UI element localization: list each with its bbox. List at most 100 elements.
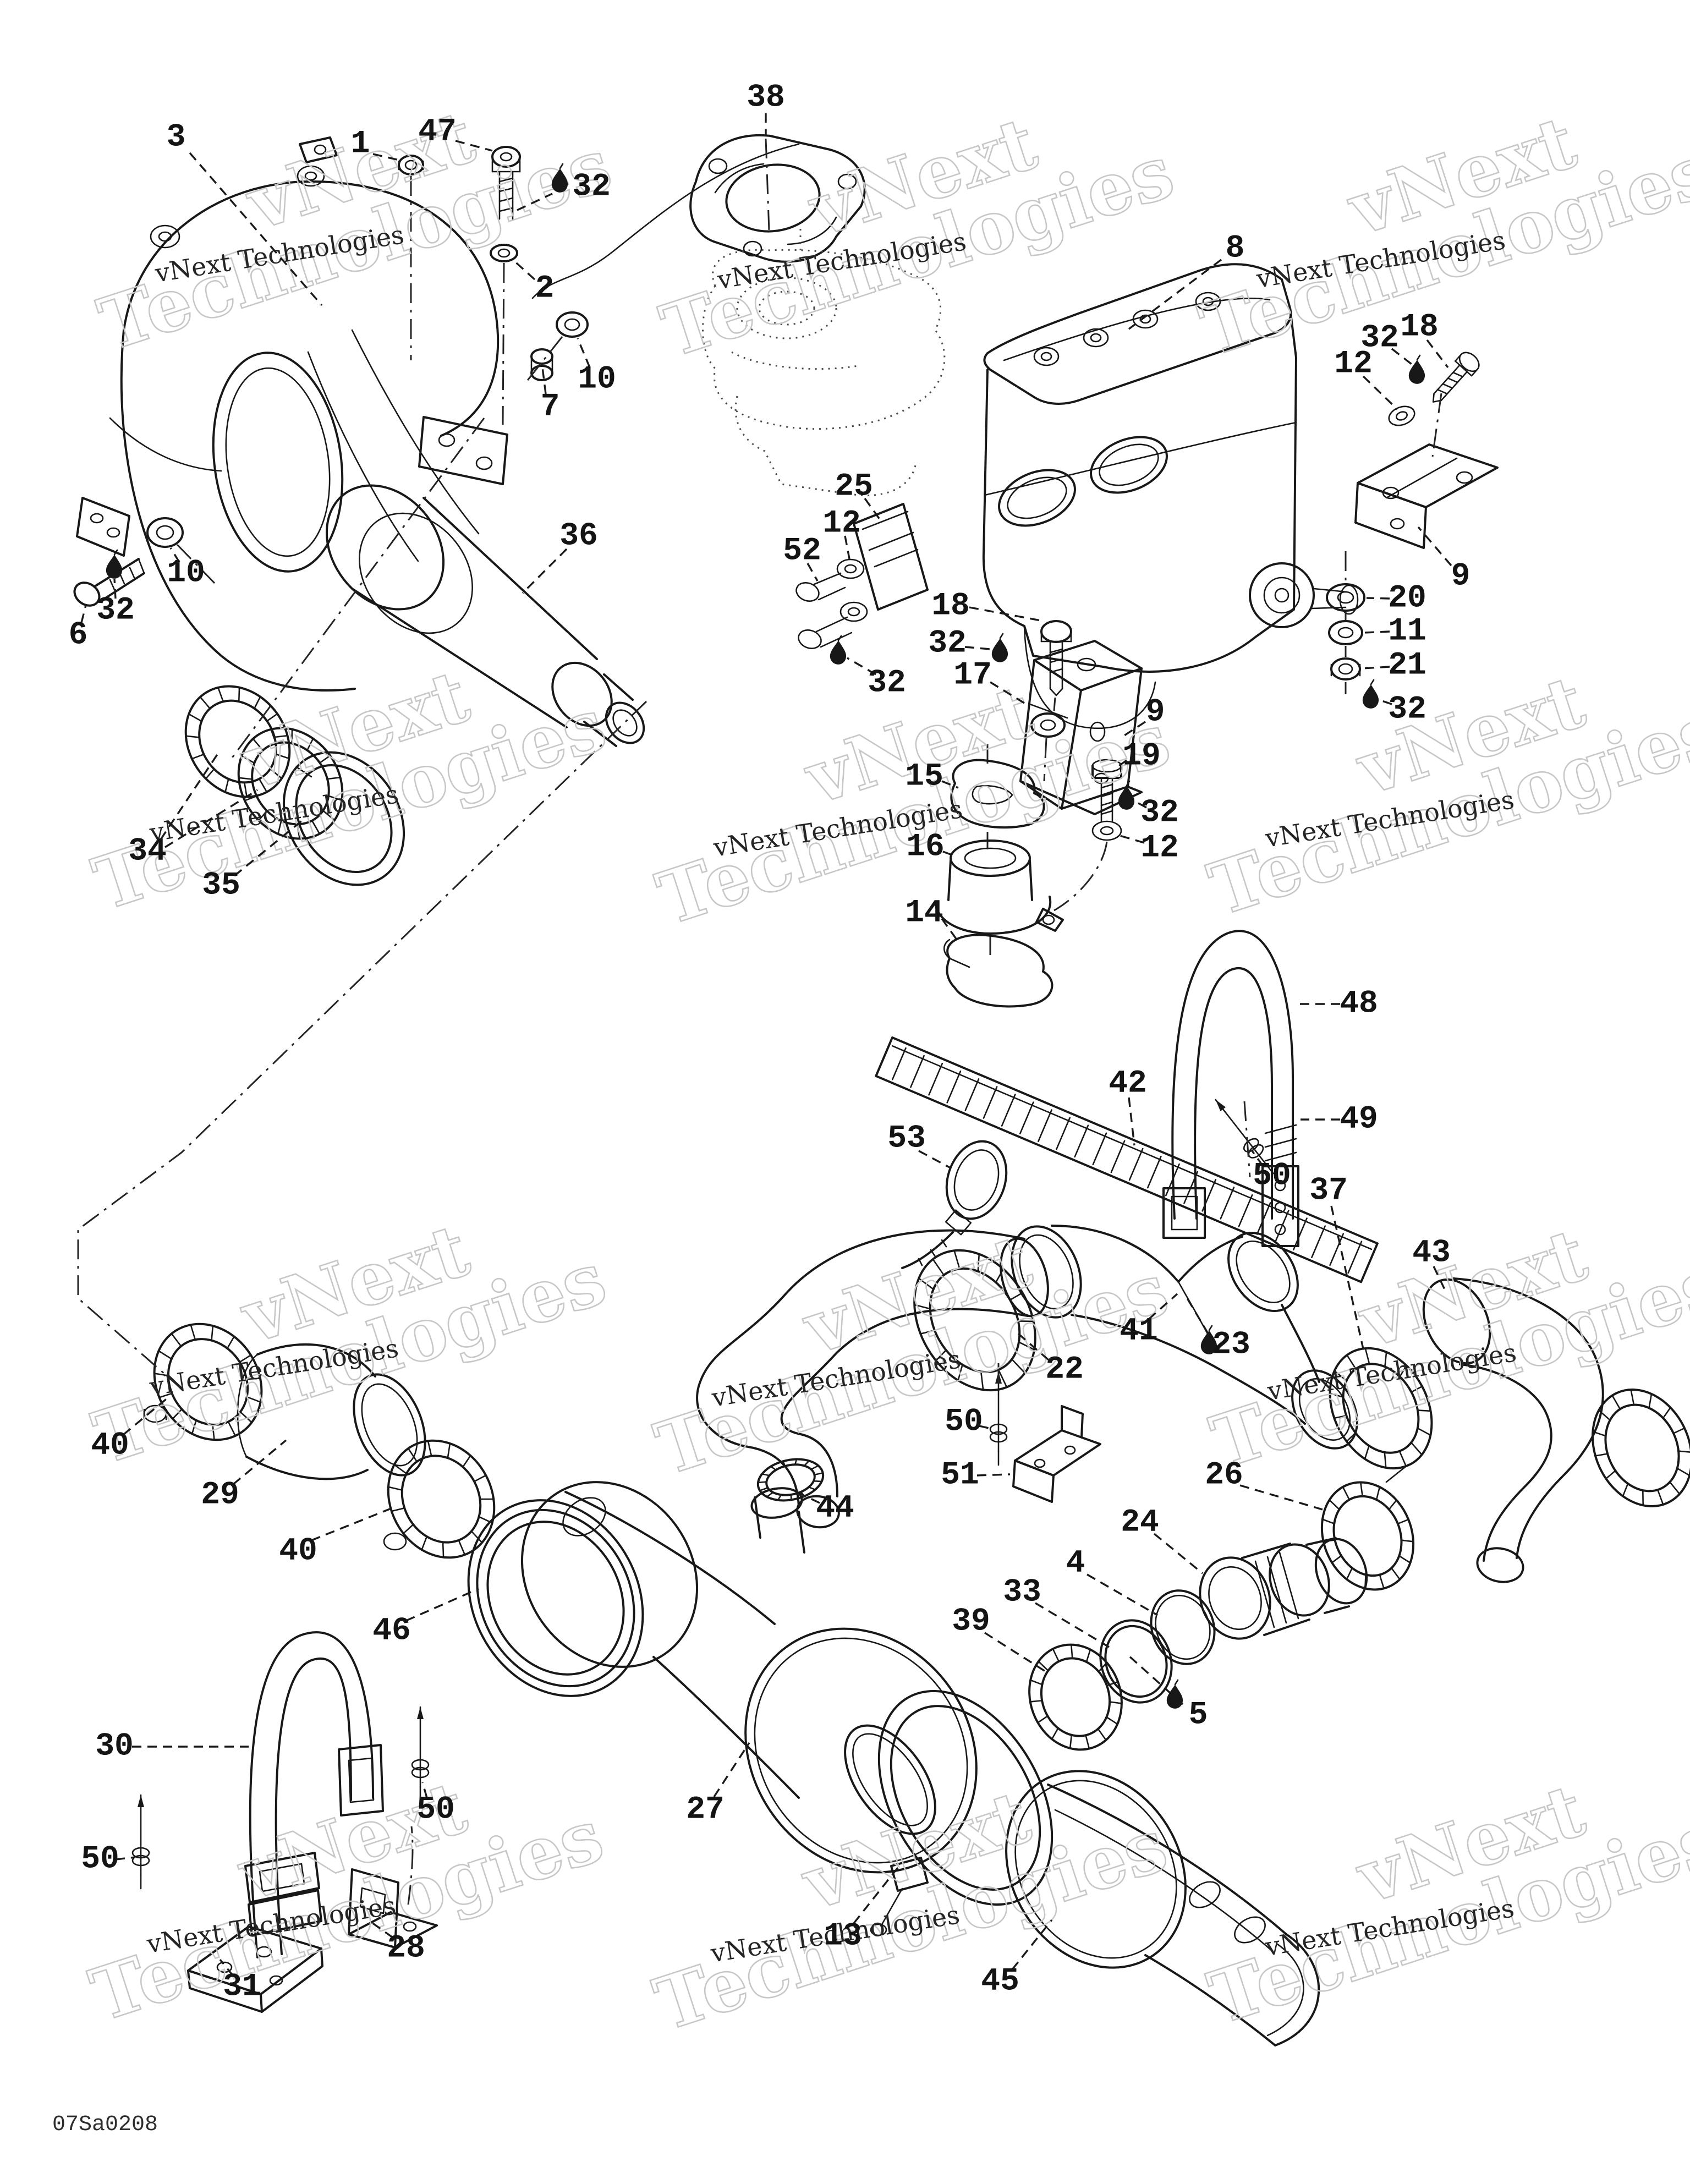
part-number-label: 10 xyxy=(578,362,616,398)
manifold-ghost xyxy=(702,224,946,497)
leader-line xyxy=(80,605,87,623)
leader-line xyxy=(976,1473,1011,1477)
leader-line xyxy=(1330,1205,1364,1349)
part-number-label: 48 xyxy=(1340,986,1378,1022)
part-number-label: 23 xyxy=(1212,1327,1250,1363)
heat-shield xyxy=(876,1038,1378,1282)
part-number-label: 24 xyxy=(1121,1505,1159,1541)
leader-line xyxy=(189,152,323,306)
part-number-label: 22 xyxy=(1045,1352,1084,1388)
exhaust-hose-43 xyxy=(1411,1269,1690,1586)
tuned-pipe xyxy=(77,138,507,690)
part-number-label: 52 xyxy=(783,534,821,569)
part-number-label: 16 xyxy=(906,830,945,865)
pipe-cone xyxy=(303,462,651,750)
part-number-label: 32 xyxy=(96,593,135,629)
leader-line xyxy=(169,547,180,563)
leader-line xyxy=(1239,1484,1323,1511)
part-number-label: 9 xyxy=(1146,695,1165,731)
engine-mount-stack xyxy=(935,744,1063,1006)
leader-line xyxy=(864,498,882,522)
diagram-code: 07Sa0208 xyxy=(52,2112,158,2137)
part-number-label: 50 xyxy=(945,1404,983,1440)
leader-line xyxy=(1118,759,1127,767)
leader-line xyxy=(160,753,219,840)
part-number-label: 19 xyxy=(1122,739,1161,775)
mount-bolt-19 xyxy=(1053,760,1121,912)
part-number-label: 49 xyxy=(1340,1102,1378,1138)
leader-line xyxy=(455,140,493,152)
leader-line xyxy=(522,548,568,594)
leader-line xyxy=(164,789,258,848)
part-number-label: 50 xyxy=(1253,1159,1291,1194)
leader-line xyxy=(122,1396,169,1436)
leader-line xyxy=(1417,526,1452,567)
mount-hardware-right xyxy=(1327,551,1364,694)
part-number-label: 50 xyxy=(81,1842,119,1878)
leader-line xyxy=(372,153,402,162)
routing-line xyxy=(533,144,799,298)
part-number-label: 50 xyxy=(416,1792,455,1828)
part-number-label: 11 xyxy=(1388,614,1426,650)
leader-line xyxy=(405,1588,479,1622)
adhesive-droplet-icon xyxy=(1362,679,1380,710)
part-number-label: 8 xyxy=(1226,231,1245,267)
leader-line xyxy=(844,535,851,559)
leader-line xyxy=(1433,1266,1448,1294)
leader-line xyxy=(1128,1097,1135,1146)
part-number-label: 4 xyxy=(1066,1546,1085,1582)
leader-line xyxy=(1364,630,1390,634)
leader-line xyxy=(1128,259,1222,330)
pipe-mount-hardware-top xyxy=(399,147,588,425)
leader-line xyxy=(1362,375,1398,410)
part-number-label: 26 xyxy=(1205,1458,1243,1494)
part-number-label: 17 xyxy=(953,658,992,694)
part-number-label: 33 xyxy=(1003,1575,1041,1611)
part-number-label: 53 xyxy=(887,1121,926,1157)
part-number-label: 15 xyxy=(905,759,943,795)
part-number-label: 14 xyxy=(905,896,943,931)
band-clamp-ring xyxy=(843,1661,1088,1935)
leader-line xyxy=(115,1856,136,1861)
leader-line xyxy=(1186,1298,1209,1334)
part-number-label: 32 xyxy=(1140,795,1179,831)
leader-line xyxy=(1123,721,1146,737)
part-number-label: 40 xyxy=(91,1428,129,1464)
engine-bracket-left xyxy=(1020,641,1142,814)
part-number-label: 1 xyxy=(351,127,370,162)
part-number-label: 12 xyxy=(1334,347,1373,382)
resonator xyxy=(970,1737,1319,2045)
leader-line xyxy=(1391,348,1413,365)
leader-line xyxy=(1128,1655,1184,1705)
engine xyxy=(984,264,1358,728)
leader-line xyxy=(1366,597,1390,600)
leader-line xyxy=(979,1425,994,1430)
part-number-label: 37 xyxy=(1309,1173,1348,1209)
part-number-label: 13 xyxy=(824,1919,862,1955)
part-number-label: 3 xyxy=(167,120,186,156)
leader-line xyxy=(918,1150,950,1168)
part-number-label: 51 xyxy=(941,1458,979,1494)
part-number-label: 6 xyxy=(69,618,88,654)
leader-line xyxy=(219,1958,234,1977)
exhaust-gasket xyxy=(690,135,865,262)
adhesive-droplet-icon xyxy=(1166,1679,1184,1710)
part-number-label: 25 xyxy=(835,469,873,505)
part-number-label: 12 xyxy=(822,506,861,542)
leader-line xyxy=(1426,339,1449,369)
leader-line xyxy=(311,1506,394,1541)
part-number-label: 32 xyxy=(928,626,967,662)
engine-bracket-right xyxy=(1356,445,1497,548)
leader-line xyxy=(517,193,553,211)
part-number-label: 35 xyxy=(202,868,240,904)
leader-line xyxy=(1378,699,1392,705)
part-number-label: 7 xyxy=(541,389,560,425)
leader-line xyxy=(941,780,959,789)
part-number-label: 39 xyxy=(952,1604,990,1640)
